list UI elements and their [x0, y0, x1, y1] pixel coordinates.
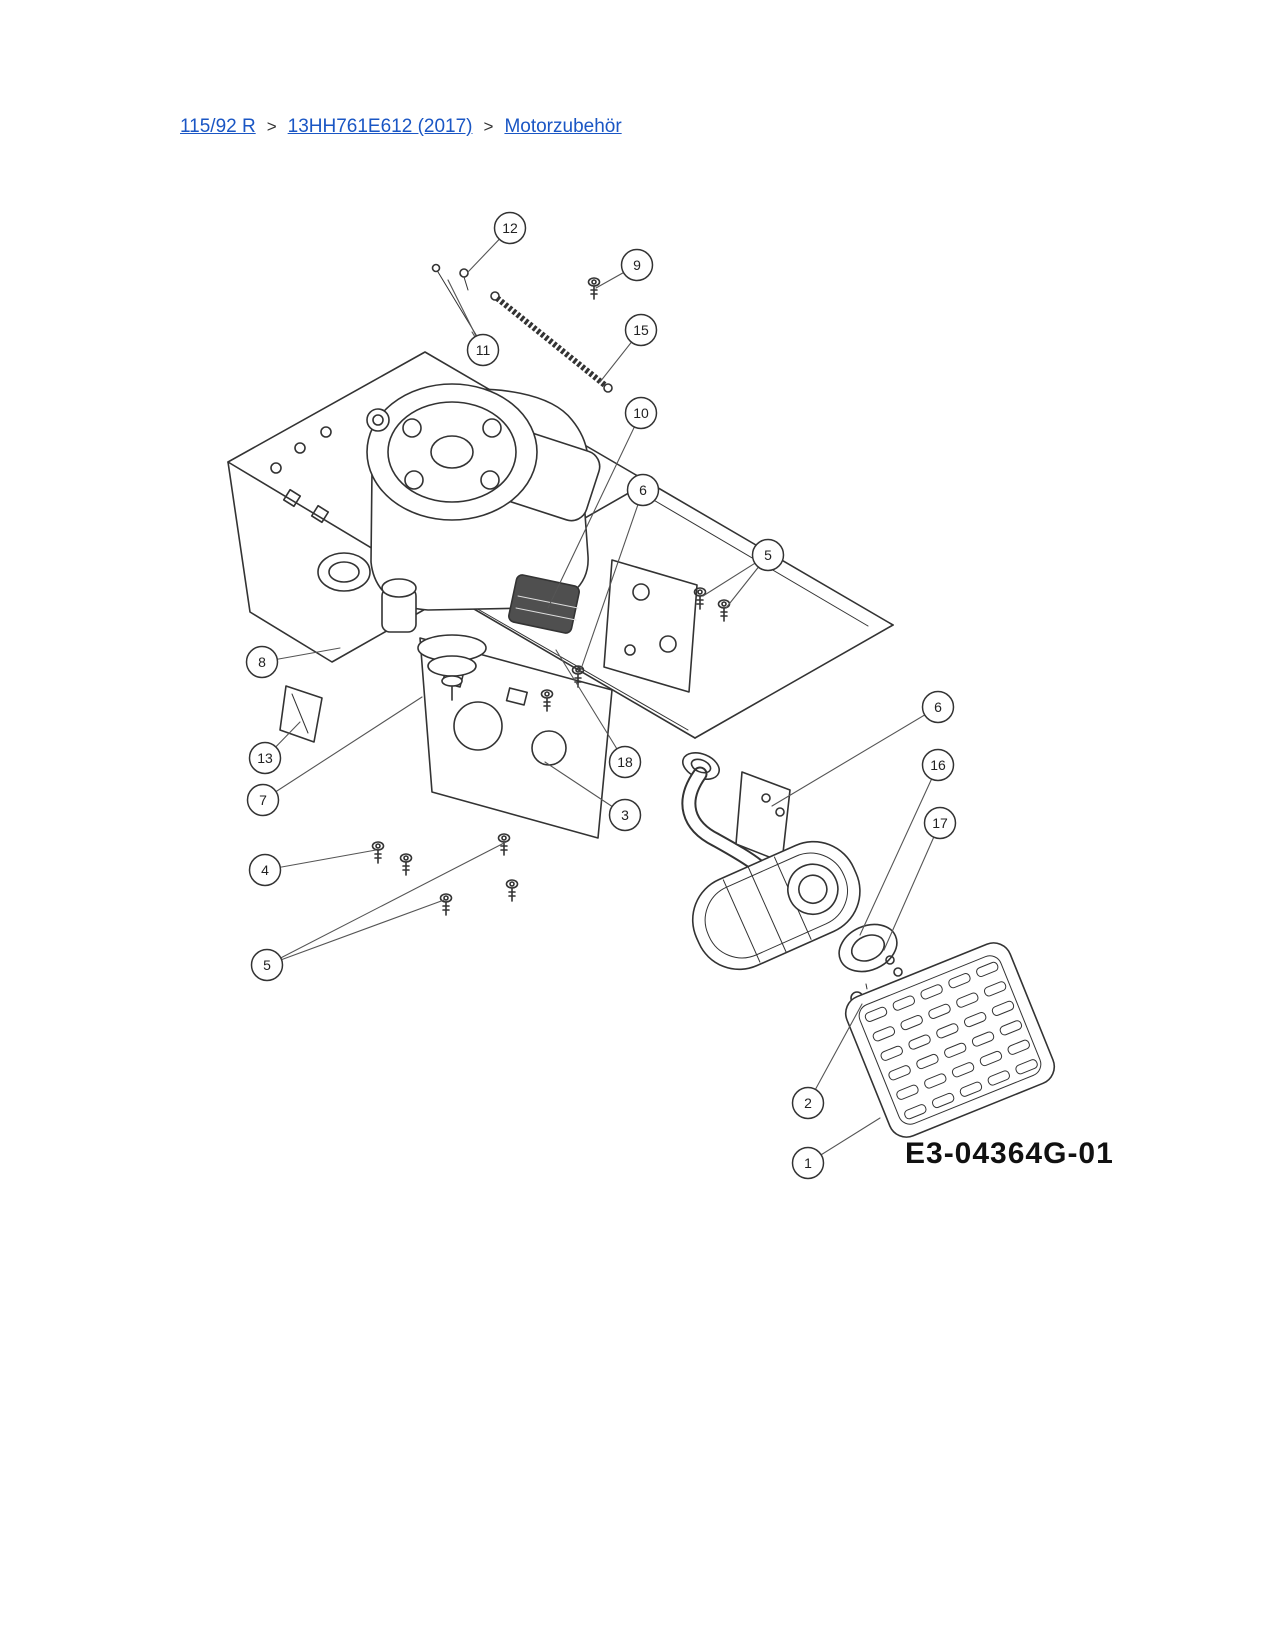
callout-balloon-18: 18 — [608, 745, 642, 779]
svg-text:11: 11 — [476, 342, 491, 358]
svg-text:3: 3 — [621, 807, 629, 823]
callout-leader-line — [266, 899, 445, 966]
svg-text:12: 12 — [502, 220, 518, 236]
svg-text:16: 16 — [930, 757, 946, 773]
svg-text:2: 2 — [804, 1095, 812, 1111]
callout-balloon-13: 13 — [248, 741, 282, 775]
svg-text:10: 10 — [633, 405, 649, 421]
callout-balloon-2: 2 — [791, 1086, 825, 1120]
svg-text:4: 4 — [261, 862, 269, 878]
svg-text:5: 5 — [263, 957, 271, 973]
callout-balloon-5: 5 — [751, 538, 785, 572]
callout-balloon-16: 16 — [921, 748, 955, 782]
side-mount-bracket — [603, 559, 698, 693]
callout-balloon-9: 9 — [620, 248, 654, 282]
exhaust-pipe — [681, 751, 791, 874]
callout-leader-line — [264, 849, 377, 871]
svg-text:9: 9 — [633, 257, 641, 273]
callout-balloon-6: 6 — [626, 473, 660, 507]
callout-leader-line — [771, 706, 939, 807]
callout-balloon-10: 10 — [624, 396, 658, 430]
svg-text:5: 5 — [764, 547, 772, 563]
callout-leader-line — [579, 489, 644, 673]
svg-text:17: 17 — [932, 815, 948, 831]
svg-text:8: 8 — [258, 654, 266, 670]
svg-text:15: 15 — [633, 322, 649, 338]
diagram-part-code: E3-04364G-01 — [905, 1137, 1114, 1170]
heat-shield — [838, 923, 903, 977]
svg-text:7: 7 — [259, 792, 267, 808]
callout-leader-line — [807, 1003, 863, 1104]
engine-assembly — [317, 383, 601, 701]
callout-balloon-12: 12 — [493, 211, 527, 245]
exploded-diagram-art: E3-04364G-01 12 9 15 11 10 6 5 8 13 7 18 3 6 16 17 4 5 2 1 — [227, 211, 1114, 1180]
muffler — [691, 840, 861, 971]
svg-text:6: 6 — [934, 699, 942, 715]
muffler-guard — [844, 942, 1056, 1138]
callout-leader-line — [262, 696, 423, 801]
callout-leader-line — [555, 649, 626, 763]
svg-text:18: 18 — [617, 754, 633, 770]
callout-balloon-15: 15 — [624, 313, 658, 347]
svg-text:6: 6 — [639, 482, 647, 498]
support-bracket — [279, 685, 323, 743]
breadcrumb-separator: > — [266, 117, 277, 136]
callout-leader-line — [883, 822, 941, 951]
breadcrumb-link-section[interactable]: Motorzubehör — [504, 116, 622, 137]
breadcrumb-separator: > — [483, 117, 494, 136]
callout-balloon-7: 7 — [246, 783, 280, 817]
breadcrumb-link-serial[interactable]: 13HH761E612 (2017) — [287, 116, 473, 137]
callout-balloon-4: 4 — [248, 853, 282, 887]
svg-text:13: 13 — [257, 750, 273, 766]
svg-text:1: 1 — [804, 1155, 812, 1171]
callout-balloon-5: 5 — [250, 948, 284, 982]
callout-balloon-1: 1 — [791, 1146, 825, 1180]
breadcrumb: 115/92 R >13HH761E612 (2017) > Motorzubehör — [180, 116, 622, 138]
callout-balloon-17: 17 — [923, 806, 957, 840]
callout-balloon-11: 11 — [466, 333, 500, 367]
breadcrumb-link-model[interactable]: 115/92 R — [180, 116, 256, 137]
callout-balloon-6: 6 — [921, 690, 955, 724]
callout-balloon-3: 3 — [608, 798, 642, 832]
callout-leader-line — [547, 412, 642, 609]
callout-leader-line — [266, 841, 507, 966]
callout-leader-line — [859, 764, 939, 936]
callout-balloons: 12 9 15 11 10 6 5 8 13 7 18 3 6 16 17 4 5 2 1 — [245, 211, 957, 1180]
callout-balloon-8: 8 — [245, 645, 279, 679]
